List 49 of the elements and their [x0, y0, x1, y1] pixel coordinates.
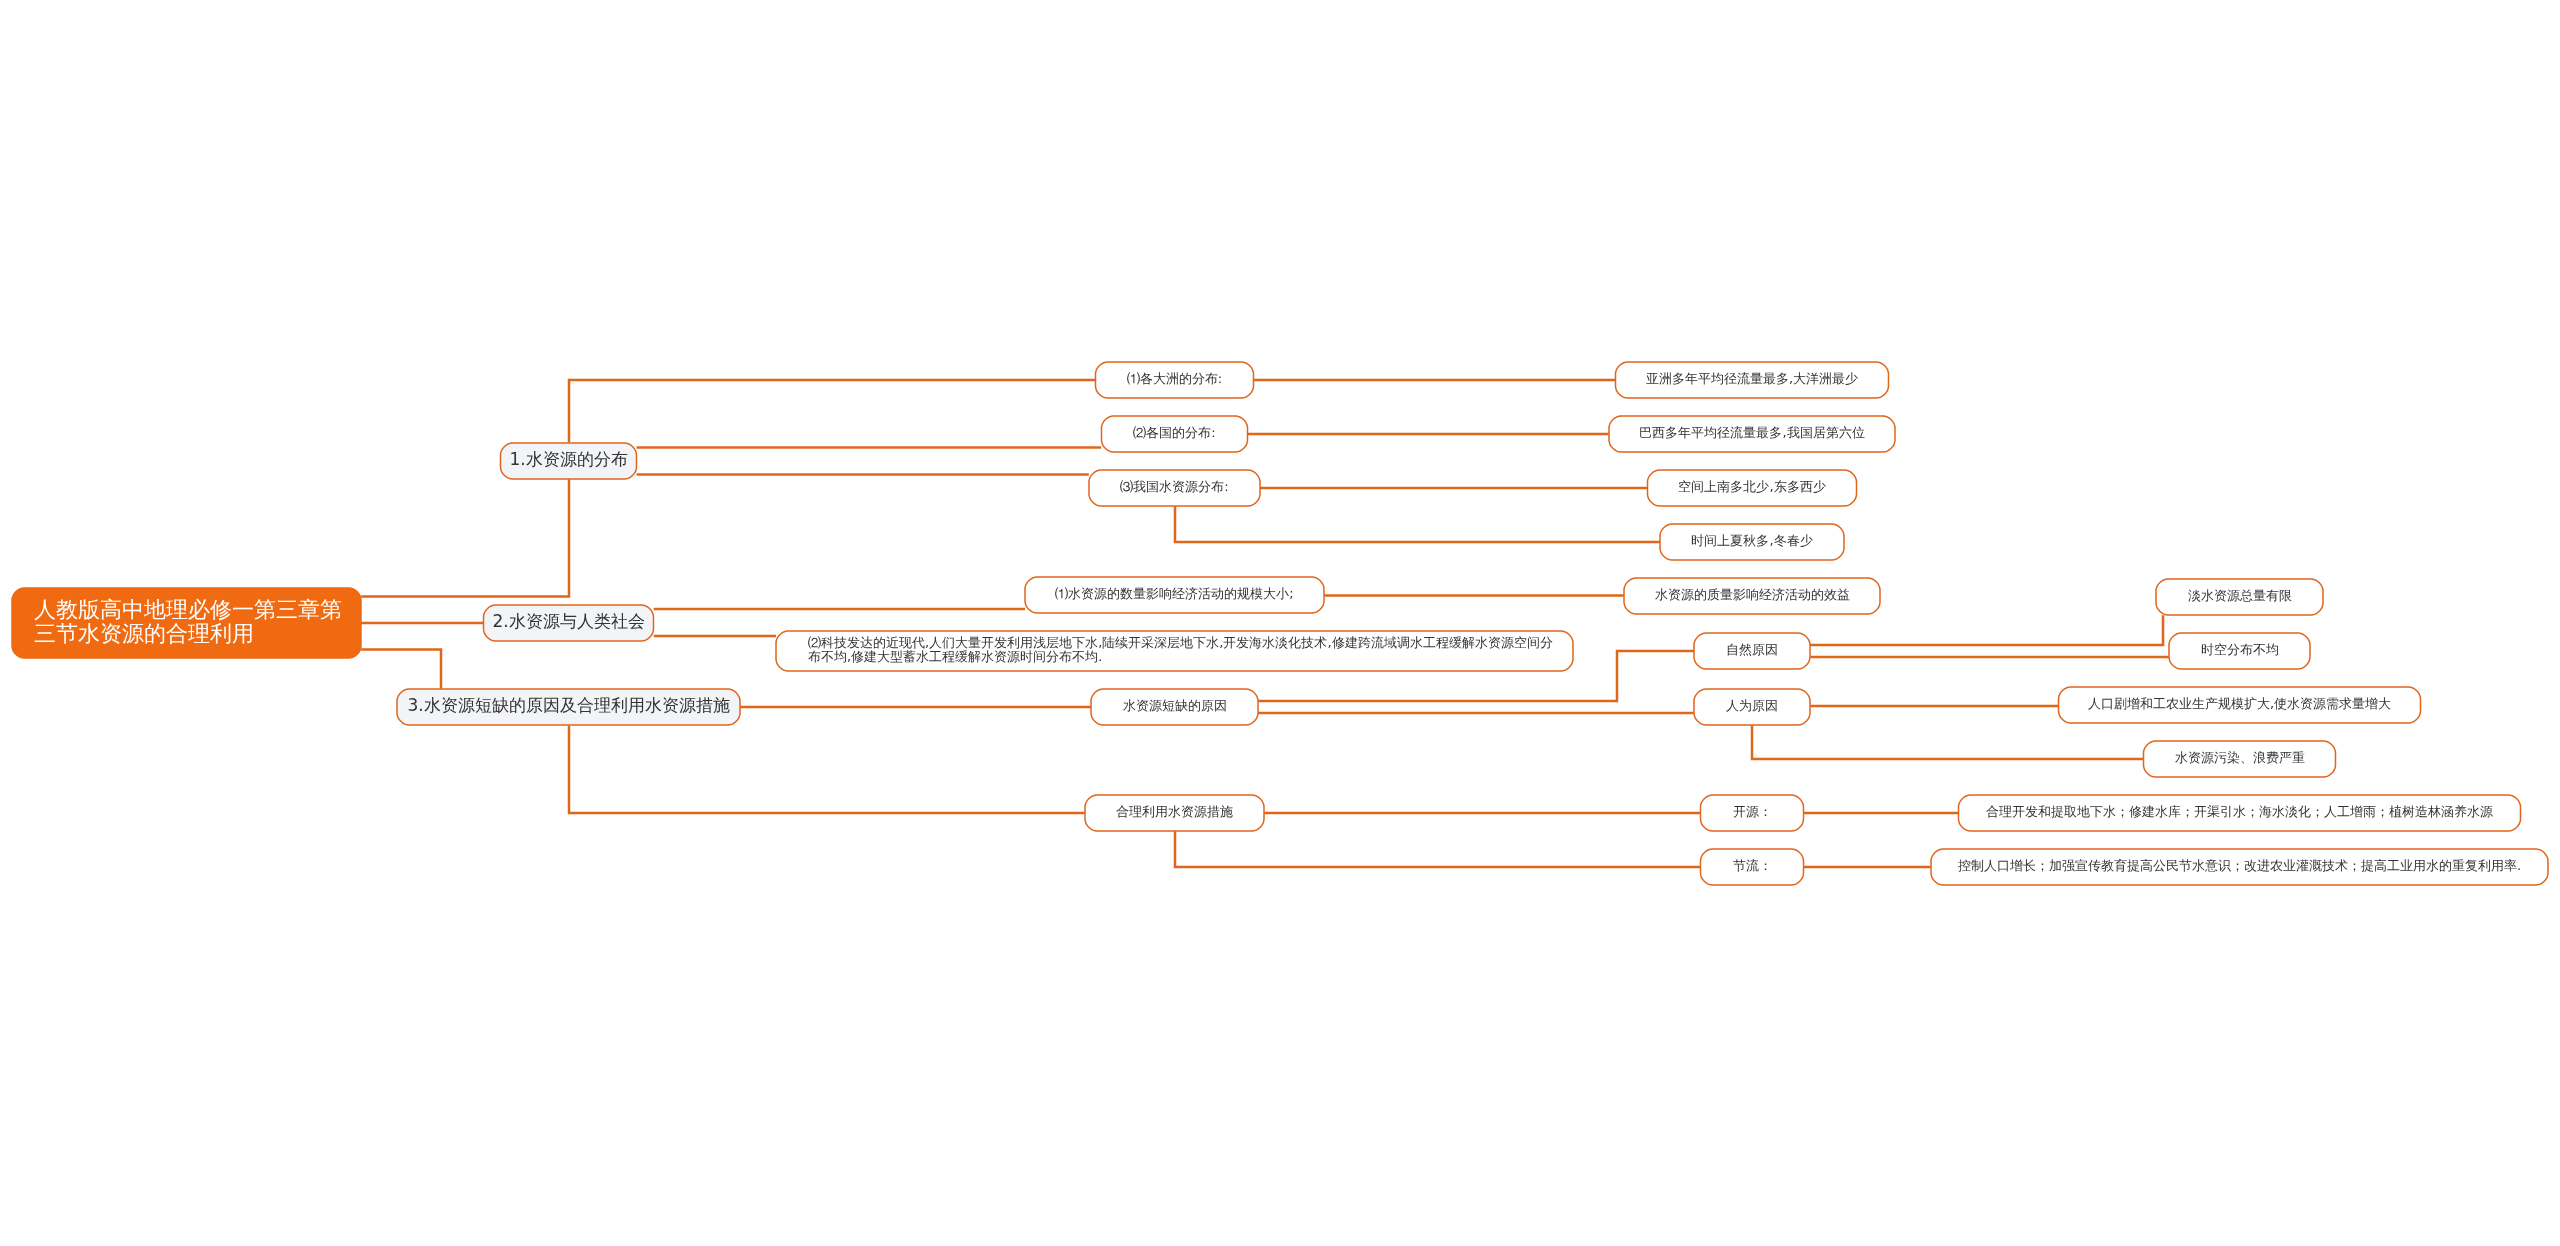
- connector: [1258, 711, 1694, 714]
- connector: [1810, 614, 2165, 646]
- connector: [740, 705, 1091, 708]
- node-box: 自然原因: [1693, 631, 1811, 670]
- node-box: 合理利用水资源措施: [1084, 793, 1265, 832]
- node-box: 人为原因: [1693, 687, 1811, 726]
- connector: [361, 647, 443, 689]
- connector: [361, 478, 571, 598]
- node-box: 时间上夏秋多,冬春少: [1659, 522, 1845, 561]
- connector: [1803, 811, 1959, 814]
- connector: [653, 634, 776, 637]
- node-box: ⑴水资源的数量影响经济活动的规模大小;: [1024, 575, 1325, 614]
- connector: [1803, 865, 1931, 868]
- node-box: 合理开发和提取地下水；修建水库；开渠引水；海水淡化；人工增雨；植树造林涵养水源: [1957, 793, 2522, 832]
- node-box: 水资源污染、浪费严重: [2142, 739, 2337, 778]
- connector: [567, 724, 1085, 814]
- node-box: 巴西多年平均径流量最多,我国居第六位: [1608, 414, 1896, 453]
- connector: [567, 378, 1096, 443]
- node-box: ⑴各大洲的分布:: [1094, 360, 1255, 399]
- connector: [636, 445, 1102, 449]
- connector: [1253, 378, 1616, 381]
- node-box: ⑵各国的分布:: [1100, 414, 1249, 453]
- connector: [1247, 432, 1609, 435]
- node-box: 人教版高中地理必修一第三章第三节水资源的合理利用: [11, 586, 362, 659]
- node-box: 空间上南多北少,东多西少: [1646, 468, 1858, 507]
- node-box: 水资源的质量影响经济活动的效益: [1623, 576, 1881, 615]
- node-box: 2.水资源与人类社会: [482, 603, 655, 642]
- connector: [653, 607, 1025, 610]
- connector: [1264, 811, 1701, 814]
- connector: [1260, 486, 1648, 489]
- node-box: 亚洲多年平均径流量最多,大洋洲最少: [1614, 360, 1890, 399]
- connector: [1173, 830, 1701, 868]
- node-box: 节流：: [1699, 847, 1805, 886]
- node-box: 1.水资源的分布: [499, 441, 638, 480]
- node-box: 开源：: [1699, 793, 1805, 832]
- connector: [1324, 593, 1624, 597]
- node-box: 控制人口增长；加强宣传教育提高公民节水意识；改进农业灌溉技术；提高工业用水的重复利用率.: [1930, 847, 2549, 886]
- node-box: 人口剧增和工农业生产规模扩大,使水资源需求量增大: [2057, 685, 2422, 724]
- connector: [1258, 649, 1694, 702]
- node-box: 时空分布不均: [2168, 631, 2311, 670]
- node-box: ⑶我国水资源分布:: [1088, 468, 1261, 507]
- connector: [1810, 655, 2169, 658]
- node-box: 淡水资源总量有限: [2155, 577, 2324, 616]
- connector: [1810, 704, 2059, 707]
- connector: [636, 472, 1089, 476]
- connector: [361, 621, 484, 624]
- node-box: 水资源短缺的原因: [1090, 687, 1259, 726]
- node-box: ⑵科技发达的近现代,人们大量开发利用浅层地下水,陆续开采深层地下水,开发海水淡化技术,修建跨流域调水工程缓解水资源空间分布不均,修建大型蓄水工程缓解水资源时间分布不均.: [775, 629, 1574, 672]
- node-box: 3.水资源短缺的原因及合理利用水资源措施: [396, 687, 741, 726]
